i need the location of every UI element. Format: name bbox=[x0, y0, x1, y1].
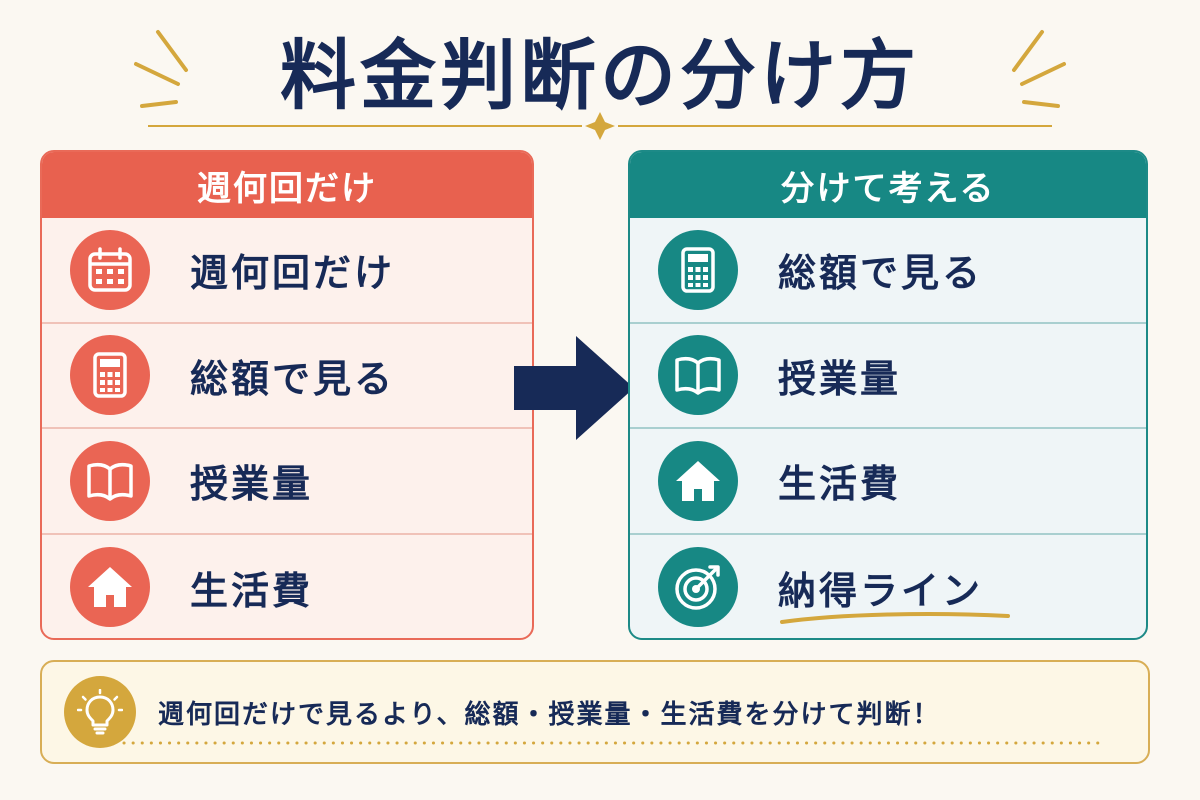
lightbulb-icon bbox=[64, 676, 136, 748]
left-item-weekly: 週何回だけ bbox=[42, 218, 532, 324]
right-item-label: 生活費 bbox=[778, 462, 902, 507]
title-divider bbox=[148, 112, 1052, 140]
right-item-lessons: 授業量 bbox=[630, 324, 1146, 429]
summary-note: 週何回だけで見るより、総額・授業量・生活費を分けて判断！ bbox=[40, 660, 1150, 764]
house-icon bbox=[70, 547, 150, 628]
right-panel: 分けて考える 総額で見る bbox=[628, 150, 1148, 640]
arrow-right-icon bbox=[514, 336, 634, 440]
book-icon bbox=[658, 335, 738, 416]
book-icon bbox=[70, 440, 150, 521]
left-item-lessons: 授業量 bbox=[42, 429, 532, 535]
left-panel: 週何回だけ 週何回だけ bbox=[40, 150, 534, 640]
right-item-label: 納得ライン bbox=[778, 568, 984, 613]
target-icon bbox=[658, 547, 738, 628]
highlight-underline bbox=[780, 612, 1010, 624]
summary-text: 週何回だけで見るより、総額・授業量・生活費を分けて判断！ bbox=[158, 699, 941, 730]
right-panel-header: 分けて考える bbox=[630, 152, 1146, 218]
left-item-living: 生活費 bbox=[42, 535, 532, 639]
right-item-living: 生活費 bbox=[630, 429, 1146, 535]
dotted-divider bbox=[122, 741, 1102, 745]
right-item-total: 総額で見る bbox=[630, 218, 1146, 324]
left-item-label: 週何回だけ bbox=[190, 251, 396, 296]
left-item-label: 総額で見る bbox=[190, 356, 396, 401]
decorative-rays-right-icon bbox=[1012, 30, 1066, 108]
left-item-total: 総額で見る bbox=[42, 324, 532, 429]
page-title: 料金判断の分け方 bbox=[280, 31, 920, 120]
right-item-label: 総額で見る bbox=[778, 251, 984, 296]
left-panel-header: 週何回だけ bbox=[42, 152, 532, 218]
calendar-icon bbox=[70, 229, 150, 310]
calculator-icon bbox=[70, 335, 150, 416]
left-item-label: 生活費 bbox=[190, 568, 314, 613]
decorative-rays-left-icon bbox=[134, 30, 188, 108]
right-item-satisfaction: 納得ライン bbox=[630, 535, 1146, 639]
house-icon bbox=[658, 440, 738, 521]
right-item-label: 授業量 bbox=[778, 356, 902, 401]
calculator-icon bbox=[658, 229, 738, 310]
left-item-label: 授業量 bbox=[190, 462, 314, 507]
